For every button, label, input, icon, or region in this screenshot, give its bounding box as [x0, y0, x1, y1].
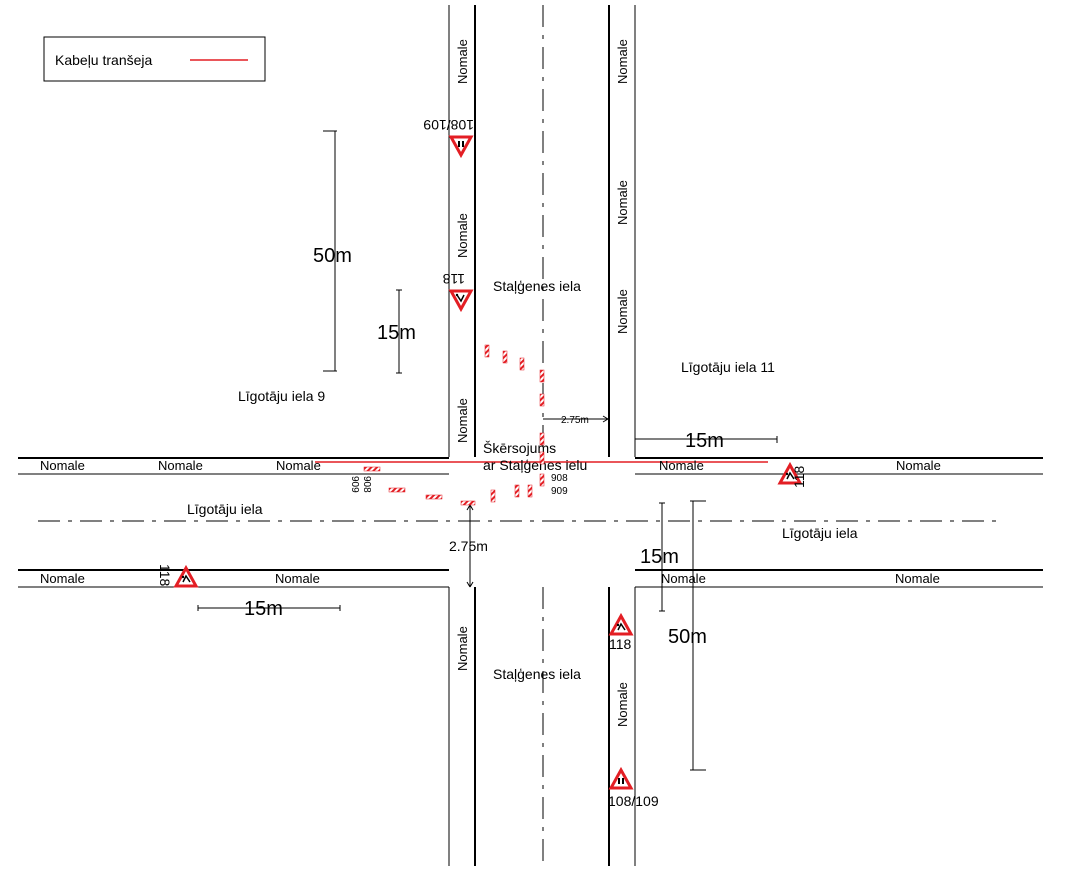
legend: Kabeļu tranšeja — [43, 36, 266, 82]
verge-label: Nomale — [455, 213, 470, 258]
barrier — [539, 393, 545, 407]
sign-east: 118 — [777, 461, 807, 488]
barrier — [388, 487, 406, 493]
sign-north-mid: 118 — [442, 271, 474, 313]
dimension-15m-east: 15m — [640, 546, 679, 568]
dimension-275m-north: 2.75m — [561, 415, 589, 426]
barrier — [519, 357, 525, 371]
verge-label: Nomale — [455, 626, 470, 671]
barrier — [490, 489, 496, 503]
barrier — [514, 484, 520, 498]
verge-label: Nomale — [276, 458, 321, 473]
verge-labels-horizontal: Nomale Nomale Nomale Nomale Nomale Nomal… — [40, 458, 941, 586]
barrier — [425, 494, 443, 500]
barrier — [502, 350, 508, 364]
vertical-road-edges — [448, 5, 636, 866]
barrier — [539, 432, 545, 446]
verge-label: Nomale — [659, 458, 704, 473]
sign-south-mid: 118 — [608, 612, 634, 652]
barrier — [363, 466, 381, 472]
verge-label: Nomale — [158, 458, 203, 473]
sign-south-bottom: 108/109 — [608, 766, 659, 809]
barrier-codes: 909 908 908 909 — [349, 473, 568, 497]
verge-label: Nomale — [615, 180, 630, 225]
roadworks-sign-icon — [777, 461, 803, 485]
dimension-50m-east: 50m — [668, 626, 707, 648]
dimension-50m-nw: 50m — [313, 245, 352, 267]
roadworks-sign-icon — [448, 289, 474, 313]
crossing-label-line1: Škērsojums — [483, 440, 556, 456]
barrier-code: 908 — [551, 473, 568, 484]
legend-label: Kabeļu tranšeja — [55, 52, 153, 68]
sign-code: 108/109 — [608, 793, 659, 809]
no-overtaking-sign-icon — [608, 766, 634, 790]
horizontal-road-edges — [18, 457, 1043, 588]
verge-labels-vertical: Nomale Nomale Nomale Nomale Nomale Nomal… — [455, 39, 630, 727]
dimension-15m-ne: 15m — [685, 430, 724, 452]
sign-code: 108/109 — [423, 117, 474, 133]
legend-box — [43, 36, 266, 82]
verge-label: Nomale — [615, 39, 630, 84]
verge-label: Nomale — [661, 571, 706, 586]
sign-code: 118 — [791, 465, 807, 488]
barriers — [363, 344, 545, 506]
dimension-15m-nw: 15m — [377, 322, 416, 344]
verge-label: Nomale — [455, 398, 470, 443]
verge-label: Nomale — [615, 682, 630, 727]
roadworks-sign-icon — [173, 564, 199, 588]
verge-label: Nomale — [455, 39, 470, 84]
barrier-code: 909 — [349, 476, 360, 493]
dimension-275m-center: 2.75m — [449, 538, 488, 554]
sign-west: 118 — [157, 564, 199, 588]
sign-code: 118 — [442, 271, 465, 287]
barrier-code: 909 — [551, 486, 568, 497]
verge-label: Nomale — [40, 571, 85, 586]
sign-code: 118 — [157, 564, 173, 587]
barrier — [539, 473, 545, 487]
sign-north-top: 108/109 — [423, 117, 474, 159]
building-label-nw: Līgotāju iela 9 — [238, 388, 325, 404]
barrier — [484, 344, 490, 358]
building-label-ne: Līgotāju iela 11 — [681, 359, 775, 375]
no-overtaking-sign-icon — [448, 135, 474, 159]
barrier — [539, 451, 545, 465]
street-name-south: Staļģenes iela — [493, 666, 581, 682]
roadworks-sign-icon — [608, 612, 634, 636]
verge-label: Nomale — [615, 289, 630, 334]
verge-label: Nomale — [40, 458, 85, 473]
barrier — [527, 484, 533, 498]
street-name-north: Staļģenes iela — [493, 278, 581, 294]
verge-label: Nomale — [896, 458, 941, 473]
street-name-east: Līgotāju iela — [782, 525, 858, 541]
verge-label: Nomale — [895, 571, 940, 586]
sign-code: 118 — [609, 636, 632, 652]
barrier — [539, 369, 545, 383]
barrier-code: 908 — [361, 476, 372, 493]
dimension-15m-west: 15m — [244, 598, 283, 620]
barrier — [460, 500, 476, 506]
crossing-label-line2: ar Staļģenes ielu — [483, 457, 587, 473]
street-name-west: Līgotāju iela — [187, 501, 263, 517]
verge-label: Nomale — [275, 571, 320, 586]
dimension-lines — [197, 130, 778, 771]
